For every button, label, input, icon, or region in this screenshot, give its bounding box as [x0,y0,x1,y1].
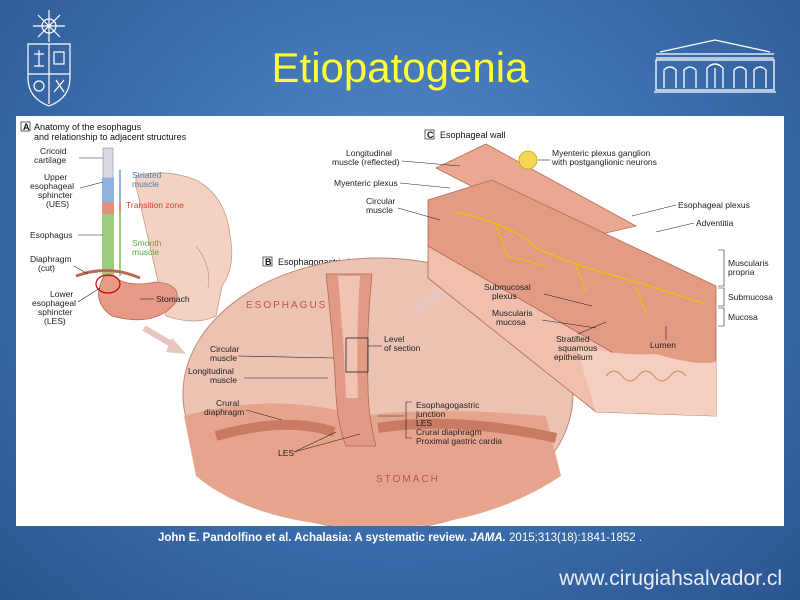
label-les-1: Lower [50,289,73,299]
label-cricoid-1: Cricoid [40,146,67,156]
label-circular-b-1: Circular [210,344,239,354]
label-ganglion-2: with postganglionic neurons [551,157,657,167]
label-lumen: Lumen [650,340,676,350]
panel-a-title-1: Anatomy of the esophagus [34,122,142,132]
panel-b-letter: B [265,257,272,267]
label-circular-c-2: muscle [366,205,393,215]
label-les-2: esophageal [32,298,76,308]
label-longitudinal-c-2: muscle (reflected) [332,157,400,167]
label-esophageal-plexus: Esophageal plexus [678,200,750,210]
citation-details: 2015;313(18):1841-1852 . [505,532,643,544]
label-level-2: of section [384,343,421,353]
panel-a: A Anatomy of the esophagus and relations… [20,121,233,326]
label-stratified-2: squamous [558,343,597,353]
label-stratified-3: epithelium [554,352,593,362]
label-ues-4: (UES) [46,199,69,209]
citation-authors: John E. Pandolfino et al. Achalasia: A s… [157,532,467,544]
label-egj-1: Esophagogastric [416,400,480,410]
label-ganglion-1: Myenteric plexus ganglion [552,148,651,158]
label-longitudinal-b-1: Longitudinal [188,366,234,376]
label-muscularis-mucosa-2: mucosa [496,317,526,327]
label-submucosa: Submucosa [728,292,773,302]
anatomy-figure: A Anatomy of the esophagus and relations… [16,116,784,526]
university-crest-logo [22,8,76,108]
label-longitudinal-c-1: Longitudinal [346,148,392,158]
label-transition: Transition zone [126,200,184,210]
label-muscularis-mucosa-1: Muscularis [492,308,533,318]
label-esophagus-b: ESOPHAGUS [246,300,327,311]
label-stomach-b: STOMACH [376,474,440,485]
label-diaphragm-2: (cut) [38,263,55,273]
label-longitudinal-b-2: muscle [210,375,237,385]
label-egj-4: Crural diaphragm [416,427,482,437]
label-egj-2: junction [415,409,446,419]
label-egj-3: LES [416,418,432,428]
label-les-4: (LES) [44,316,66,326]
label-muscularis-propria-2: propria [728,267,755,277]
label-myenteric: Myenteric plexus [334,178,398,188]
label-muscularis-propria-1: Muscularis [728,258,769,268]
website-url: www.cirugiahsalvador.cl [559,567,782,590]
label-ues-3: sphincter [38,190,73,200]
panel-c: C Esophageal wall Longitudinal muscle (r… [332,129,773,417]
label-circular-b-2: muscle [210,353,237,363]
panel-a-letter: A [23,122,30,132]
label-circular-c-1: Circular [366,196,395,206]
label-adventitia: Adventitia [696,218,734,228]
label-les-b: LES [278,448,294,458]
label-striated-2: muscle [132,179,159,189]
label-smooth-2: muscle [132,247,159,257]
slide-title: Etiopatogenia [271,44,529,91]
label-crural-1: Crural [216,398,239,408]
citation: John E. Pandolfino et al. Achalasia: A s… [0,532,800,544]
label-submucosal-plexus-2: plexus [492,291,517,301]
label-cricoid-2: cartilage [34,155,66,165]
label-level-1: Level [384,334,404,344]
label-smooth-1: Smooth [132,238,162,248]
label-diaphragm-1: Diaphragm [30,254,72,264]
hospital-building-logo [652,38,778,94]
panel-c-letter: C [427,130,434,140]
label-striated-1: Striated [132,170,162,180]
label-esophagus: Esophagus [30,230,73,240]
label-submucosal-plexus-1: Submucosal [484,282,531,292]
label-ues-2: esophageal [30,181,74,191]
label-mucosa: Mucosa [728,312,758,322]
citation-journal: JAMA. [470,532,506,544]
label-ues-1: Upper [44,172,67,182]
panel-b: B Esophagogastric junction ESOPHAGUS STO… [182,256,574,526]
label-egj-5: Proximal gastric cardia [416,436,502,446]
label-crural-2: diaphragm [204,407,244,417]
label-les-3: sphincter [38,307,73,317]
panel-a-title-2: and relationship to adjacent structures [34,132,187,142]
panel-c-title: Esophageal wall [440,130,506,140]
label-stratified-1: Stratified [556,334,590,344]
label-stomach-a: Stomach [156,294,190,304]
